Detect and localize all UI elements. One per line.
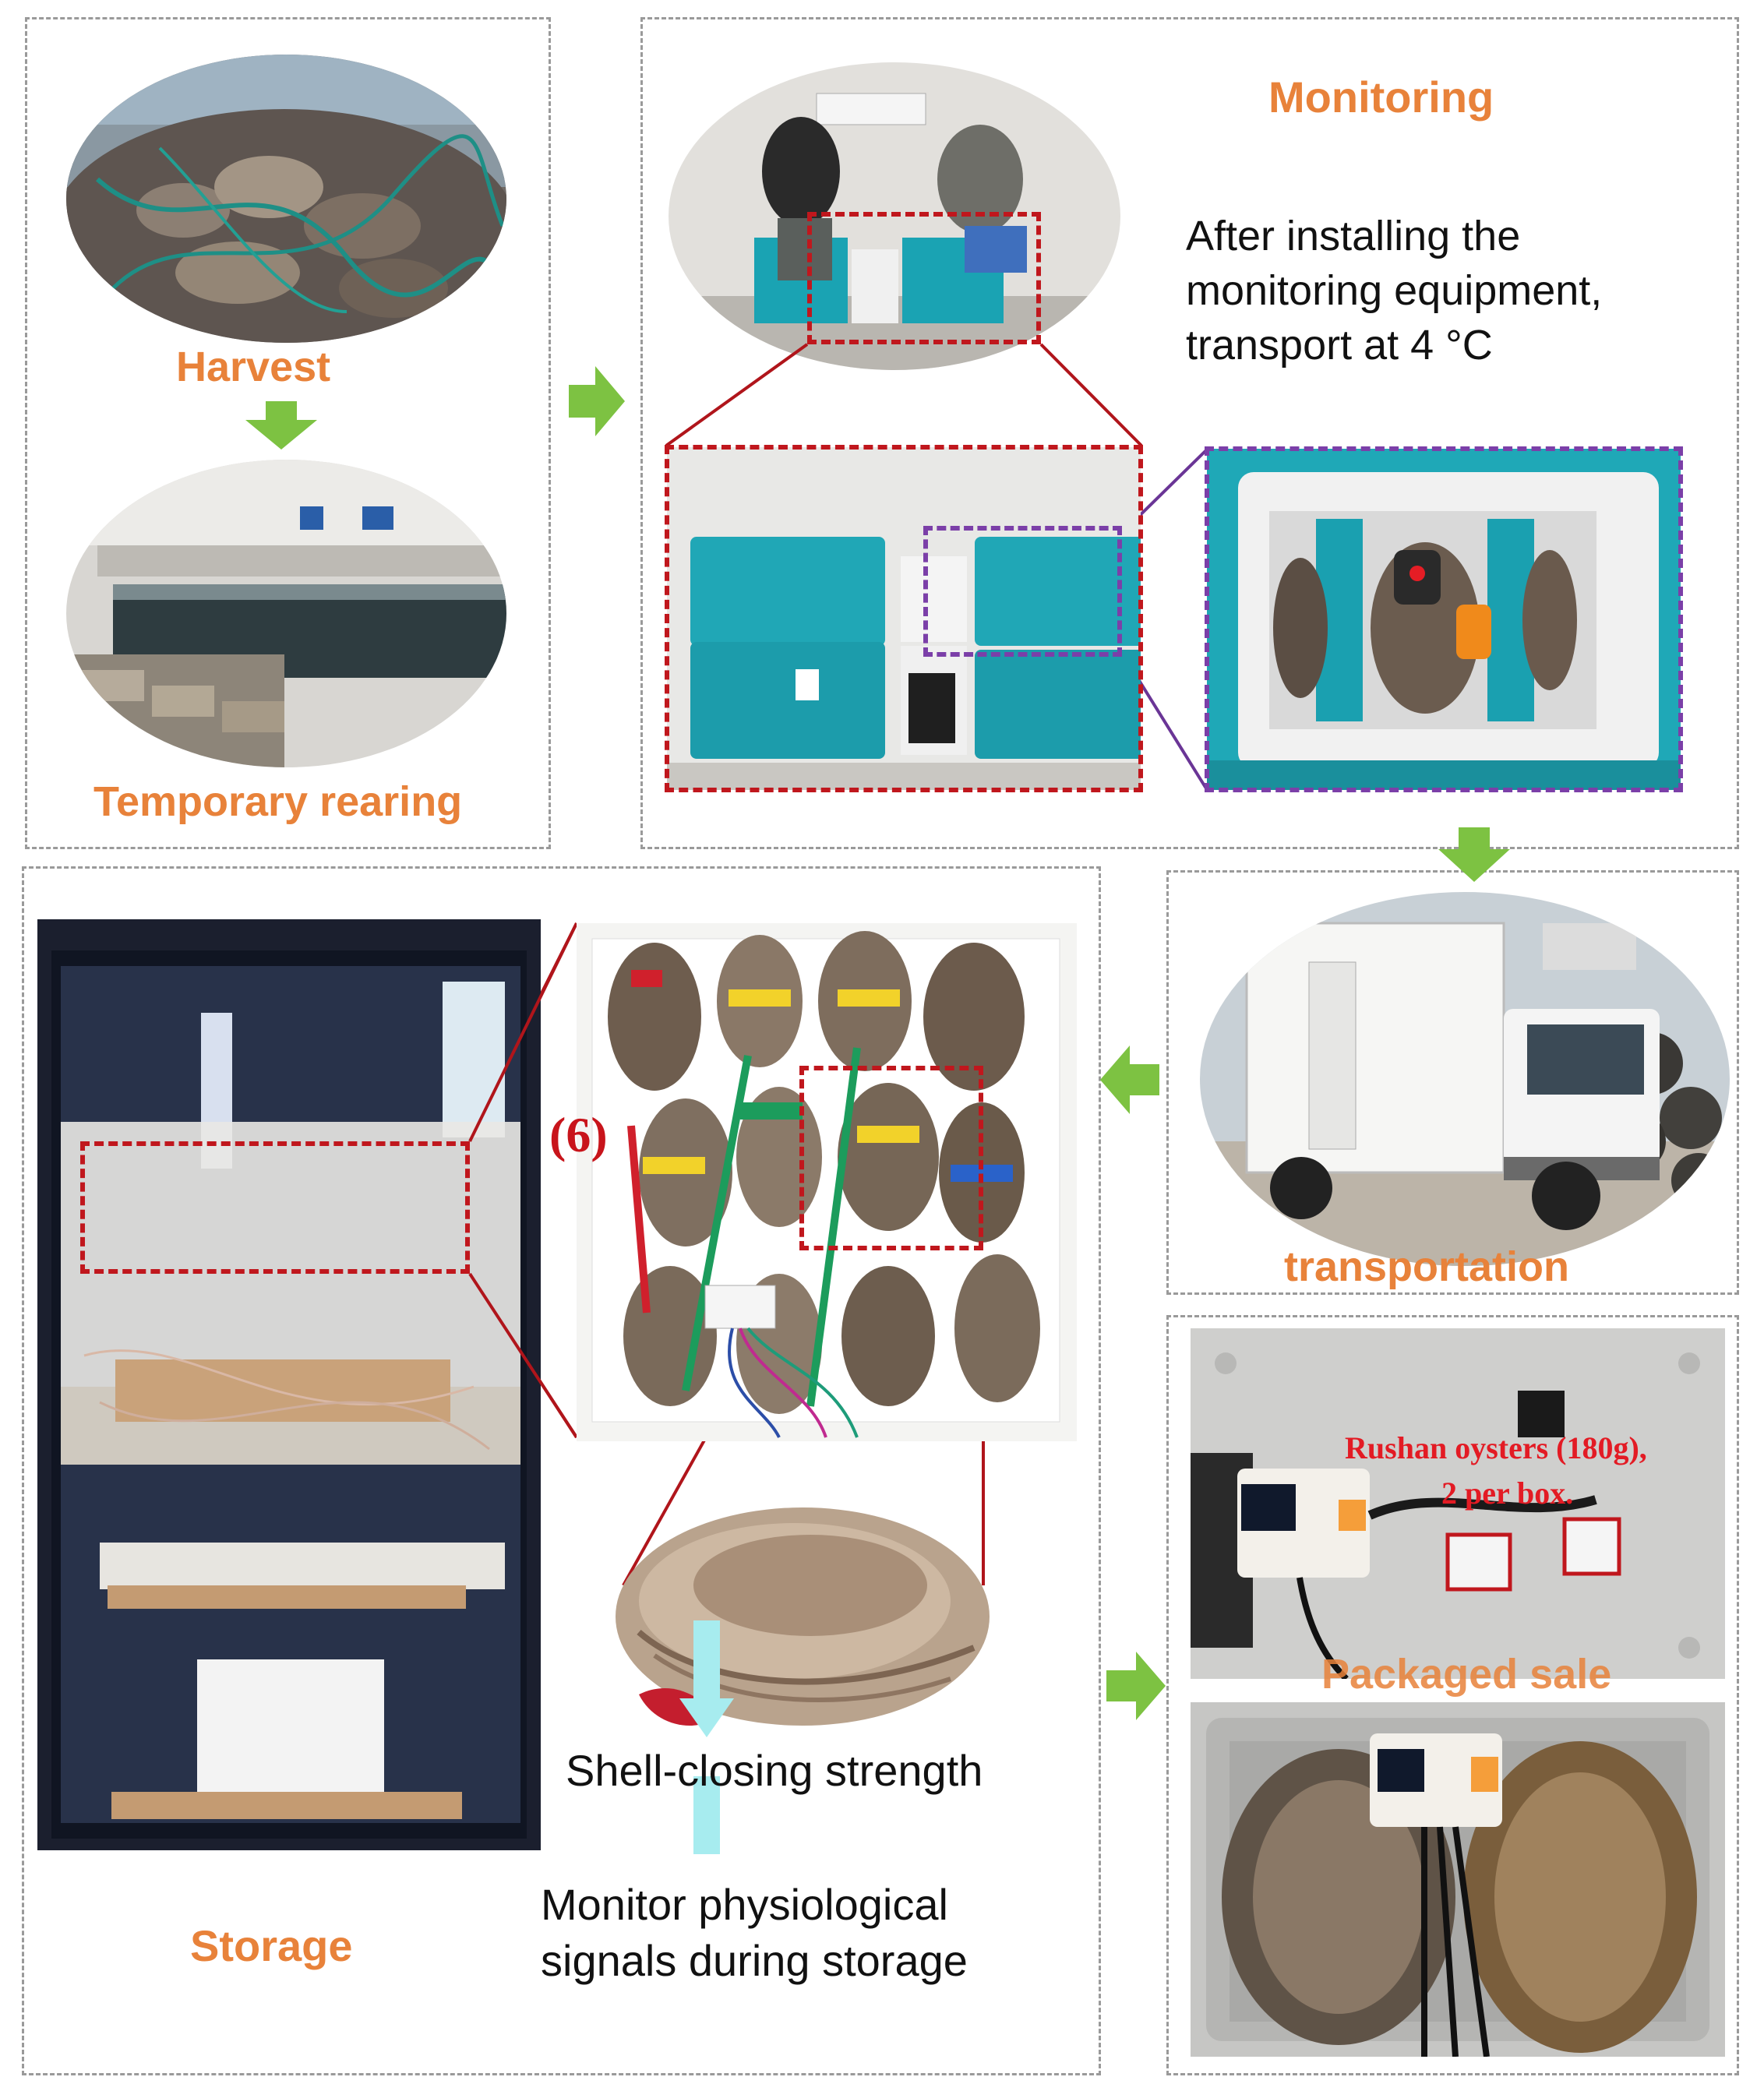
harvest-photo <box>66 55 506 343</box>
green-arrow-icon <box>1100 1046 1159 1114</box>
monitoring-label: Monitoring <box>1268 72 1494 122</box>
single-oyster-photo <box>608 1500 990 1761</box>
panel-packaged-sale <box>1166 1315 1739 2075</box>
green-arrow-icon <box>1438 827 1510 882</box>
packaged-device-photo <box>1191 1328 1725 1679</box>
transportation-label: transportation <box>1284 1243 1570 1290</box>
storage-cabinet-photo <box>37 919 541 1850</box>
coolers-detail-photo <box>667 447 1141 790</box>
oyster-tray-highlight <box>799 1066 983 1250</box>
coolers-detail-frame <box>665 445 1143 792</box>
open-cooler-frame <box>1205 446 1683 792</box>
monitoring-photo <box>669 62 1120 370</box>
harvest-label: Harvest <box>176 344 331 390</box>
monitoring-highlight-box <box>807 212 1041 344</box>
packaged-oysters-photo <box>1191 1702 1725 2057</box>
panel-storage <box>22 866 1101 2075</box>
truck-photo <box>1200 892 1730 1266</box>
force-arrow-icon <box>679 1620 734 1854</box>
sale-note-line1: Rushan oysters (180g), <box>1345 1430 1647 1465</box>
physiological-line2: signals during storage <box>541 1936 968 1985</box>
green-arrow-icon <box>569 366 625 436</box>
shell-closing-label: Shell-closing strength <box>566 1746 983 1795</box>
open-cooler-photo <box>1207 449 1681 790</box>
packaged-sale-label: Packaged sale <box>1321 1651 1612 1698</box>
monitoring-desc-line3: transport at 4 °C <box>1186 322 1493 368</box>
monitoring-desc-line2: monitoring equipment, <box>1186 267 1603 314</box>
cooler-selection-box <box>923 526 1122 657</box>
panel-transportation <box>1166 870 1739 1295</box>
tray-number-label: (6) <box>549 1107 608 1162</box>
temporary-rearing-photo <box>66 460 506 767</box>
green-arrow-icon <box>1106 1652 1166 1720</box>
cabinet-tray-highlight <box>80 1141 470 1274</box>
sale-note-line2: 2 per box. <box>1441 1476 1574 1511</box>
panel-harvest-rearing <box>25 17 551 849</box>
green-arrow-icon <box>245 401 317 450</box>
physiological-line1: Monitor physiological <box>541 1880 948 1929</box>
panel-monitoring <box>640 17 1739 849</box>
monitoring-desc-line1: After installing the <box>1186 213 1521 259</box>
storage-label: Storage <box>190 1921 353 1970</box>
temporary-rearing-label: Temporary rearing <box>93 778 463 825</box>
